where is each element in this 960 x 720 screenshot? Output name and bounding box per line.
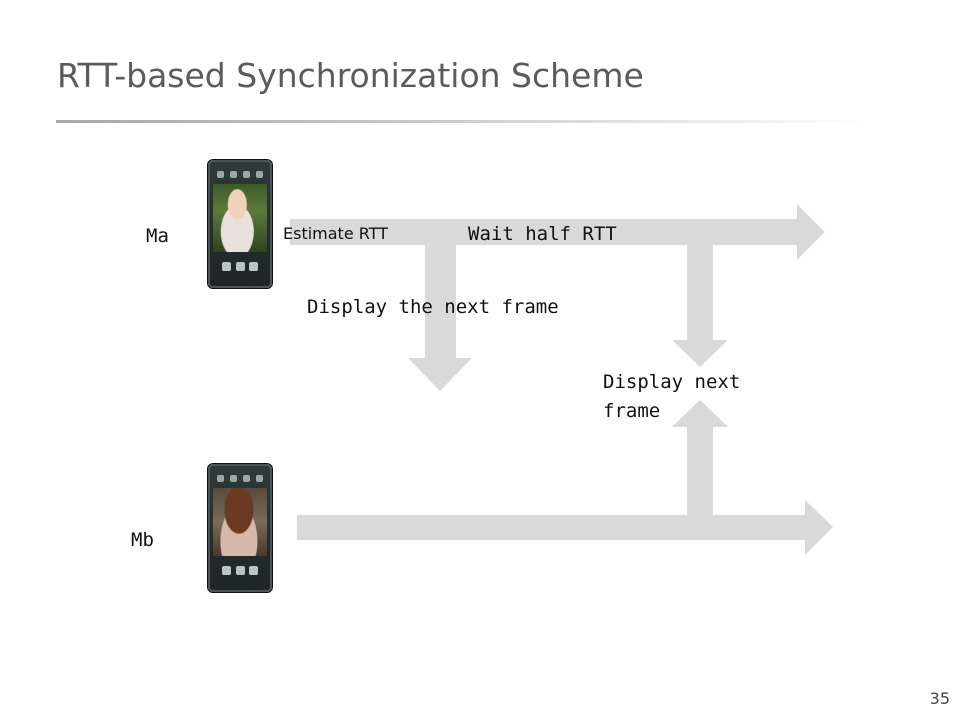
ma-timeline-arrow — [290, 204, 825, 260]
video-frame-back-of-head-image — [213, 488, 267, 556]
mb-timeline-arrow — [297, 500, 833, 555]
page-number: 35 — [929, 689, 950, 708]
device-ma-label: Ma — [146, 225, 169, 247]
device-mb-label: Mb — [131, 529, 154, 551]
device-mb-phone-image — [208, 464, 272, 592]
phone-toolbar-icons — [214, 168, 266, 180]
wait-half-rtt-label: Wait half RTT — [468, 223, 617, 245]
playback-controls-icons — [222, 262, 258, 272]
title-divider — [56, 120, 876, 123]
display-next-frame-mb-label: Display next frame — [603, 371, 741, 422]
video-frame-girl-image — [213, 184, 267, 252]
estimate-rtt-label: Estimate RTT — [283, 224, 388, 243]
mb-up-arrow — [672, 400, 728, 515]
wait-down-arrow — [672, 245, 728, 367]
slide-title: RTT-based Synchronization Scheme — [57, 56, 644, 95]
phone-toolbar-icons — [214, 472, 266, 484]
display-frame-down-arrow — [408, 245, 472, 391]
display-next-frame-label: Display the next frame — [307, 296, 559, 318]
device-ma-phone-image — [208, 160, 272, 288]
playback-controls-icons — [222, 566, 258, 576]
